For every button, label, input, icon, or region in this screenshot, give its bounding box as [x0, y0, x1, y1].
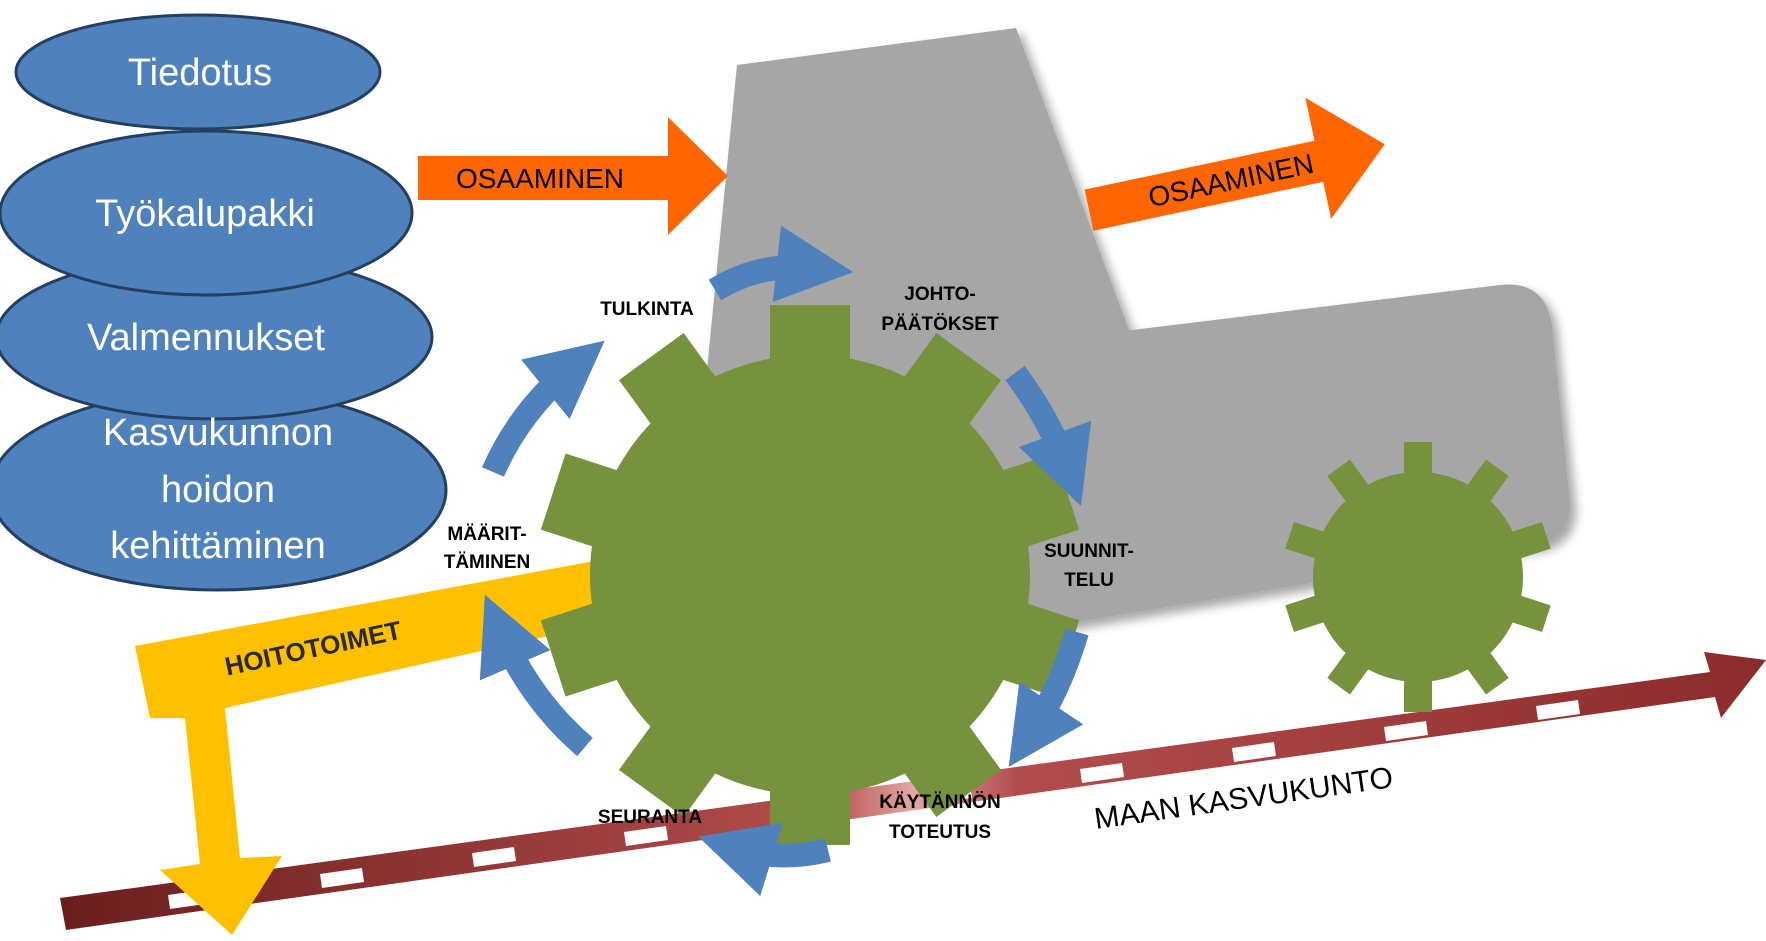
label-suunnit: SUUNNIT- [1044, 541, 1134, 562]
ellipse-tiedotus [14, 13, 382, 131]
cycle-arrow-suunnittelu [1008, 628, 1089, 767]
ellipse-stack [0, 13, 448, 592]
kasvukunnon-label-line1: Kasvukunnon [103, 412, 333, 454]
label-tulkinta: TULKINTA [600, 299, 694, 320]
osaaminen-right-label: OSAAMINEN [1146, 148, 1317, 213]
label-kaytannon: KÄYTÄNNÖN [879, 792, 1000, 813]
label-paatokset: PÄÄTÖKSET [881, 314, 999, 335]
kasvukunnon-label-line2: hoidon [161, 469, 275, 511]
tiedotus-label: Tiedotus [128, 52, 272, 94]
osaaminen-arrow-left: OSAAMINEN [418, 117, 728, 235]
cycle-arrow-johtopaatokset [1005, 365, 1092, 507]
cycle-arrows [479, 225, 1092, 897]
hoitotoimet-arrow [135, 560, 620, 935]
kasvukunnon-label-line3: kehittäminen [110, 525, 325, 567]
osaaminen-left-label: OSAAMINEN [456, 163, 624, 194]
small-gear [1285, 442, 1551, 712]
cycle-arrow-kaytannon [698, 822, 831, 897]
label-seuranta: SEURANTA [598, 807, 702, 828]
label-johto: JOHTO- [904, 284, 975, 305]
big-gear [540, 305, 1080, 845]
label-toteutus: TOTEUTUS [889, 822, 991, 843]
cycle-arrow-maarittaminen [481, 340, 605, 477]
valmennukset-label: Valmennukset [87, 317, 325, 359]
ellipse-tyokalupakki [0, 129, 414, 297]
label-telu: TELU [1064, 570, 1114, 591]
cycle-arrow-tulkinta [708, 225, 854, 303]
tyokalupakki-label: Työkalupakki [95, 193, 315, 235]
osaaminen-arrow-right: OSAAMINEN [1084, 97, 1385, 231]
cycle-arrow-seuranta [479, 594, 593, 757]
label-taminen: TÄMINEN [444, 552, 531, 573]
label-maarit: MÄÄRIT- [447, 524, 526, 545]
